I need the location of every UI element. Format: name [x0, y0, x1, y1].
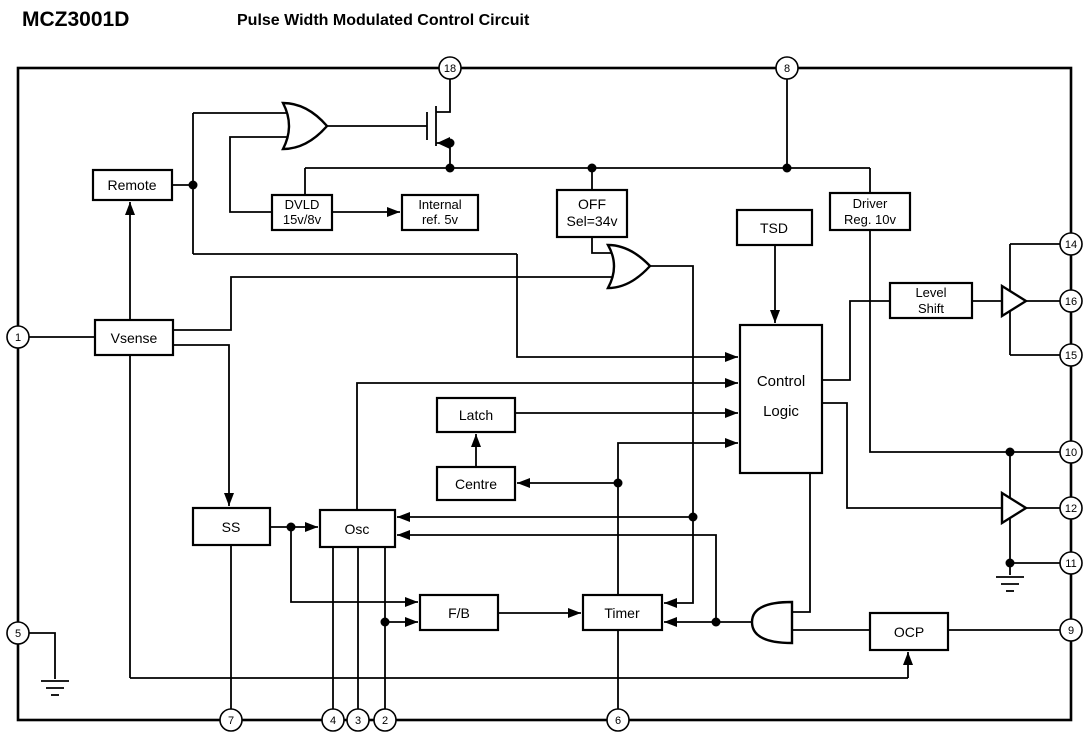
pin-18-number: 18 [444, 63, 456, 75]
block-off-sel: OFF Sel=34v [555, 188, 629, 239]
or-gate-top-icon [281, 101, 329, 151]
block-fb: F/B [418, 593, 500, 632]
pin-5-number: 5 [15, 628, 21, 640]
pin-6: 6 [606, 708, 630, 732]
block-latch-label: Latch [459, 407, 493, 423]
block-centre-label: Centre [455, 476, 497, 492]
block-ss: SS [191, 506, 272, 547]
pin-12-number: 12 [1065, 503, 1077, 515]
pin-15: 15 [1059, 343, 1083, 367]
block-driver-reg-label-2: Reg. 10v [844, 212, 897, 227]
block-off-sel-label-1: OFF [578, 196, 606, 212]
block-remote: Remote [91, 168, 174, 202]
pin-14-number: 14 [1065, 239, 1077, 251]
block-dvld-label-2: 15v/8v [283, 212, 322, 227]
pin-14: 14 [1059, 232, 1083, 256]
ground-icon-right [996, 576, 1024, 592]
block-centre: Centre [435, 465, 517, 502]
block-internal-ref-label-2: ref. 5v [422, 212, 459, 227]
mosfet-icon [426, 79, 451, 168]
block-dvld-label-1: DVLD [285, 197, 320, 212]
block-vsense: Vsense [93, 318, 175, 357]
block-tsd: TSD [735, 208, 814, 247]
block-control-logic-label-2: Logic [763, 403, 799, 420]
and-gate-left-icon [750, 600, 794, 645]
pin-16-number: 16 [1065, 296, 1077, 308]
block-level-shift-label-2: Shift [918, 301, 944, 316]
pin-9-number: 9 [1068, 625, 1074, 637]
page-title: MCZ3001D [22, 8, 129, 31]
pin-15-number: 15 [1065, 350, 1077, 362]
pin-8: 8 [775, 56, 799, 80]
block-latch: Latch [435, 396, 517, 434]
ground-icon-left [41, 680, 69, 696]
pin-2-number: 2 [382, 715, 388, 727]
block-ocp: OCP [868, 611, 950, 652]
junction-dots [188, 138, 1015, 627]
pin-4-number: 4 [330, 715, 336, 727]
wires [29, 79, 1060, 709]
pin-7-number: 7 [228, 715, 234, 727]
pin-7: 7 [219, 708, 243, 732]
block-level-shift-label-1: Level [915, 285, 946, 300]
pin-12: 12 [1059, 496, 1083, 520]
page-subtitle: Pulse Width Modulated Control Circuit [237, 12, 530, 29]
block-timer: Timer [581, 593, 664, 632]
block-timer-label: Timer [604, 605, 640, 621]
pin-8-number: 8 [784, 63, 790, 75]
pin-1-number: 1 [15, 332, 21, 344]
buffer-top-icon [1000, 283, 1029, 319]
block-control-logic-label-1: Control [757, 373, 805, 390]
pin-3: 3 [346, 708, 370, 732]
block-control-logic: Control Logic [738, 323, 824, 475]
pin-11: 11 [1059, 551, 1083, 575]
block-ocp-label: OCP [894, 624, 924, 640]
buffer-bottom-icon [1000, 490, 1029, 526]
block-driver-reg-label-1: Driver [853, 196, 888, 211]
pin-9: 9 [1059, 618, 1083, 642]
block-vsense-label: Vsense [111, 330, 158, 346]
pin-18: 18 [438, 56, 462, 80]
pin-1: 1 [6, 325, 30, 349]
pin-2: 2 [373, 708, 397, 732]
block-level-shift: Level Shift [888, 281, 974, 320]
block-fb-label: F/B [448, 605, 470, 621]
or-gate-mid-icon [605, 243, 652, 290]
block-dvld: DVLD 15v/8v [270, 193, 334, 232]
pin-16: 16 [1059, 289, 1083, 313]
chip-outline [16, 66, 1073, 722]
pin-11-number: 11 [1065, 558, 1076, 570]
block-internal-ref-label-1: Internal [418, 197, 461, 212]
block-remote-label: Remote [107, 177, 156, 193]
pin-10: 10 [1059, 440, 1083, 464]
block-internal-ref: Internal ref. 5v [400, 193, 480, 232]
pin-5: 5 [6, 621, 30, 645]
pin-10-number: 10 [1065, 447, 1077, 459]
pin-3-number: 3 [355, 715, 361, 727]
block-tsd-label: TSD [760, 220, 788, 236]
block-off-sel-label-2: Sel=34v [567, 213, 618, 229]
block-ss-label: SS [222, 519, 241, 535]
pin-4: 4 [321, 708, 345, 732]
pin-6-number: 6 [615, 715, 621, 727]
block-osc-label: Osc [345, 521, 370, 537]
pin5-lead [29, 632, 56, 679]
block-osc: Osc [318, 508, 397, 549]
block-driver-reg: Driver Reg. 10v [828, 191, 912, 232]
